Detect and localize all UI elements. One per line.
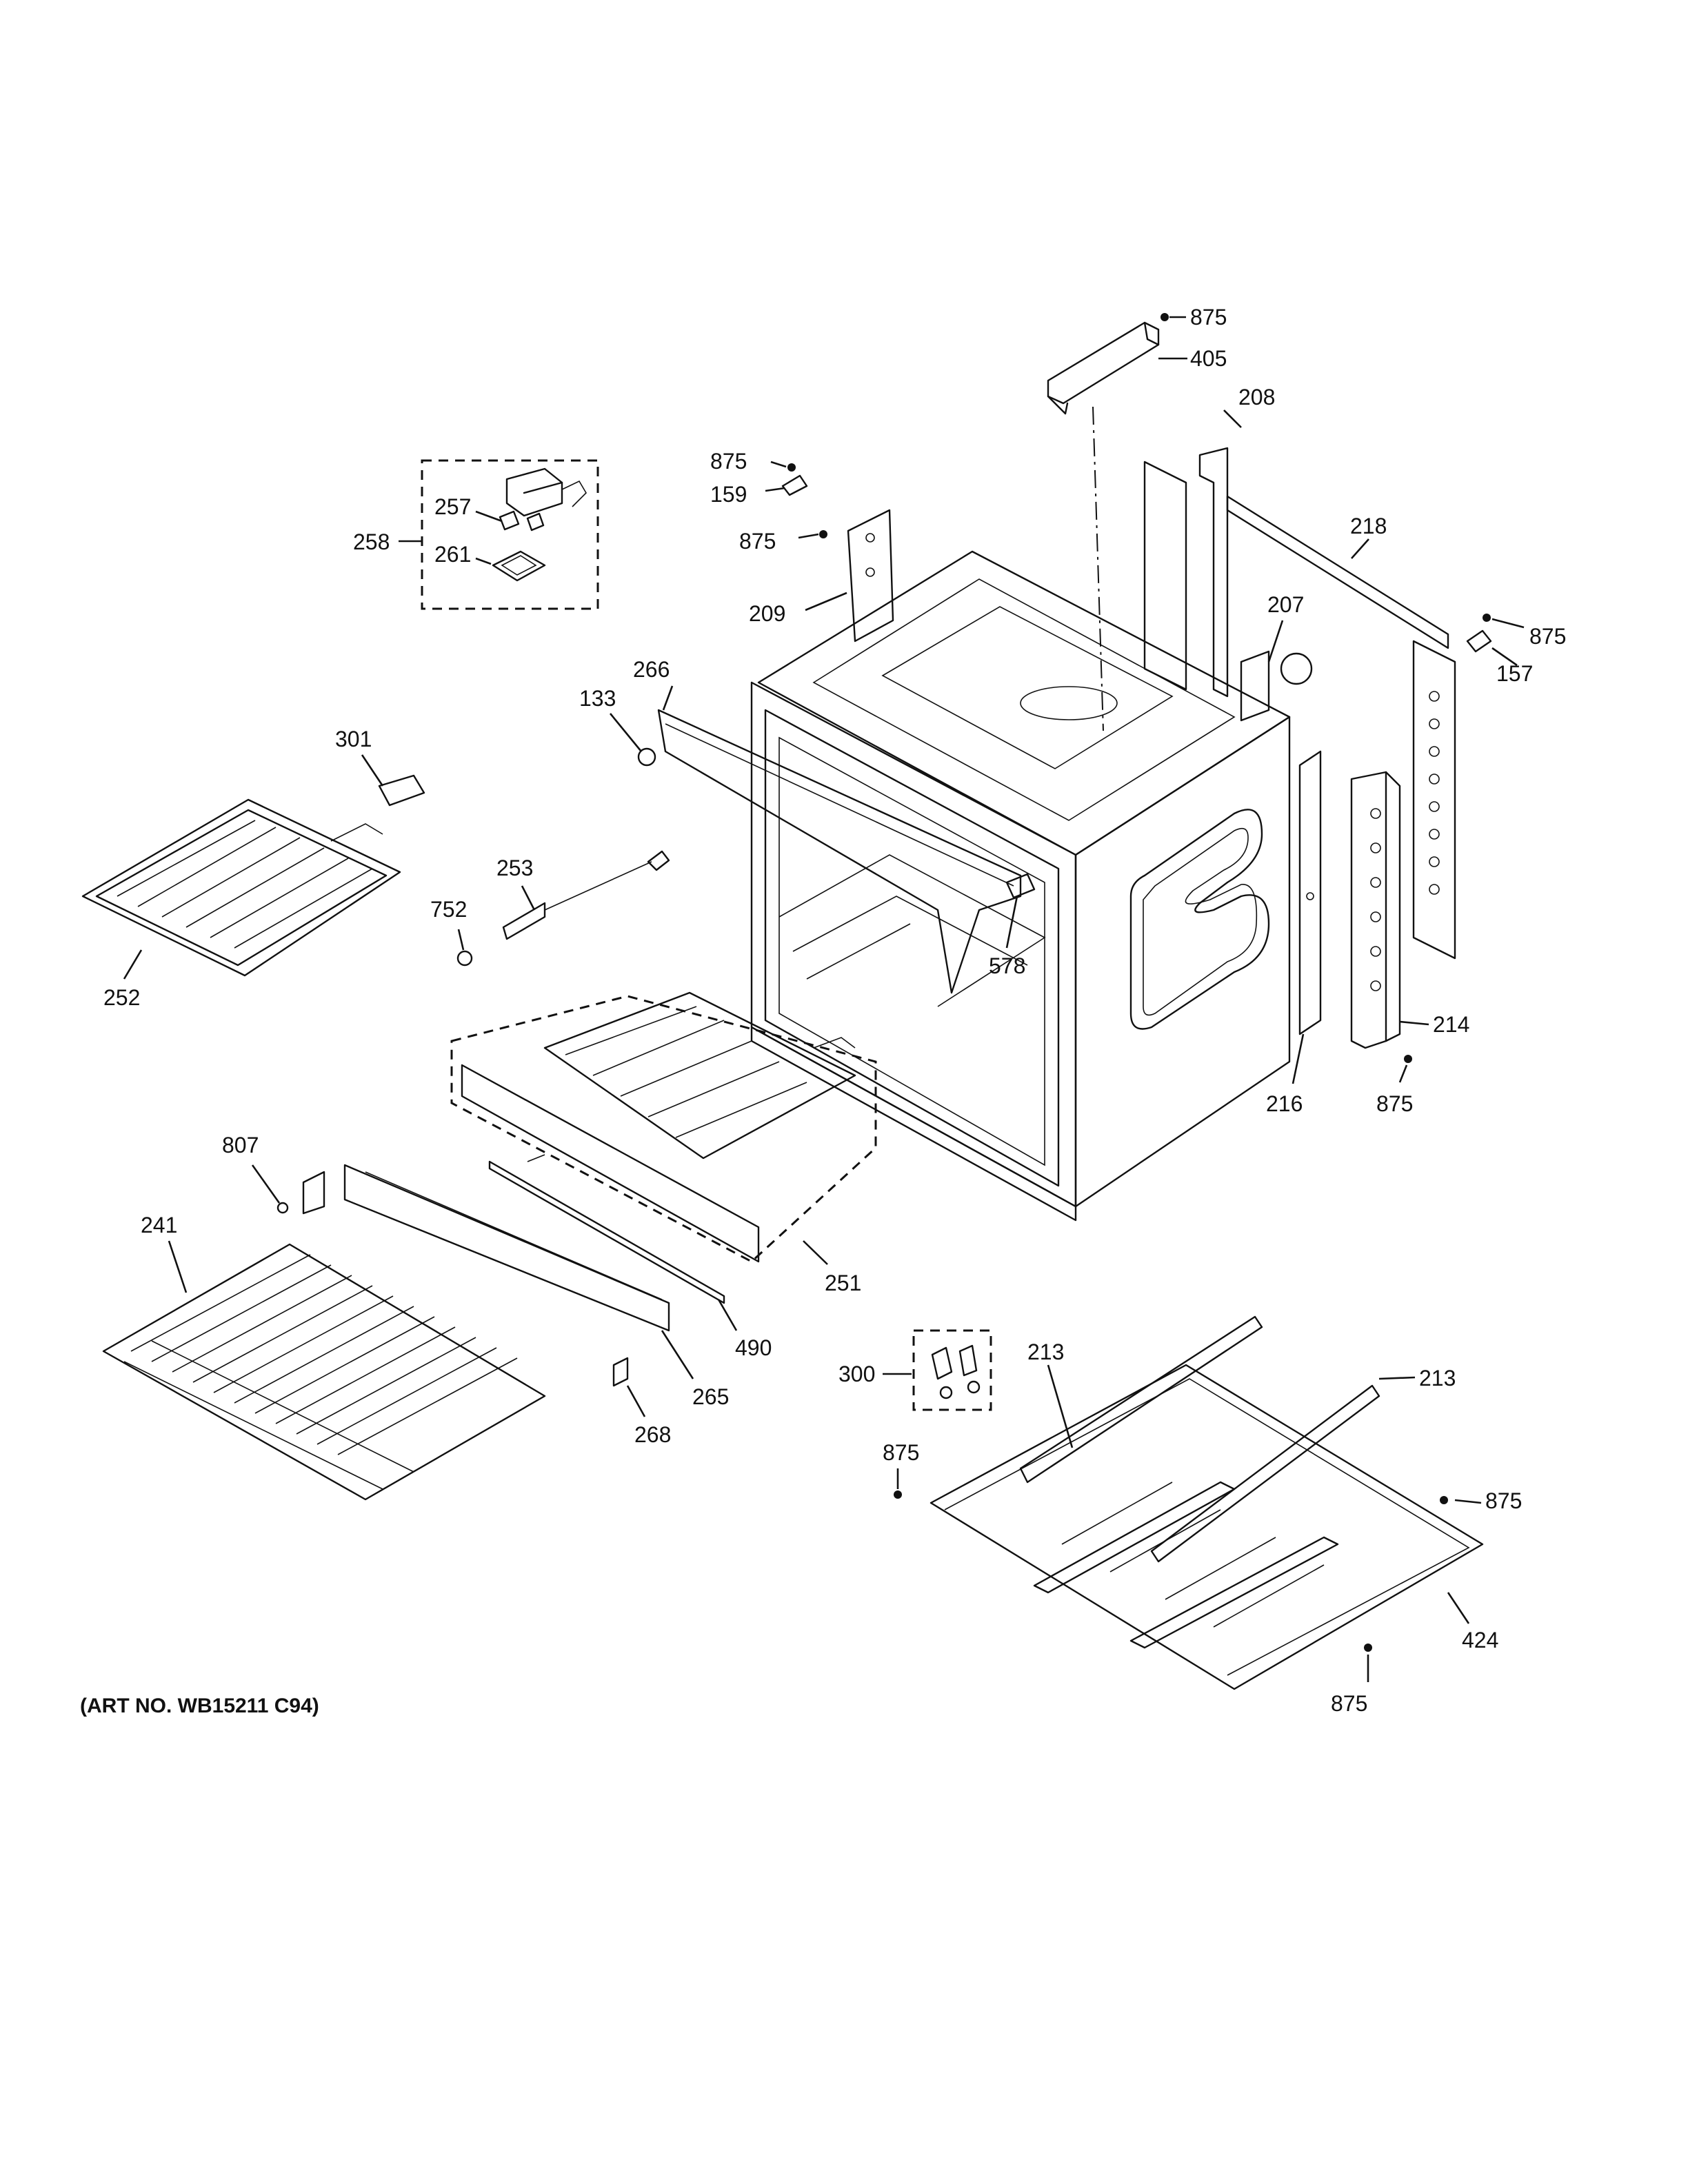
callout-labels: 875 405 208 875 159 875 209 218 207 875 …	[103, 305, 1566, 1716]
part-300-hardware-kit	[912, 1329, 992, 1411]
leader-lines	[123, 316, 1525, 1682]
callout-875-right: 875	[1485, 1488, 1522, 1513]
callout-159: 159	[710, 482, 747, 507]
callout-261: 261	[434, 542, 471, 567]
part-578-socket	[1005, 873, 1036, 899]
part-265-trim	[343, 1164, 670, 1332]
callout-301: 301	[335, 727, 372, 751]
callout-213-right: 213	[1419, 1366, 1456, 1391]
part-218-rear-strip	[1226, 495, 1456, 960]
callout-251: 251	[825, 1271, 861, 1295]
callout-875-top: 875	[1190, 305, 1227, 330]
callout-424: 424	[1462, 1628, 1498, 1652]
callout-265: 265	[692, 1384, 729, 1409]
fasteners-875	[787, 313, 1491, 1652]
callout-214: 214	[1433, 1012, 1469, 1037]
part-252-broil-element	[81, 798, 401, 977]
callout-875-left: 875	[883, 1440, 919, 1465]
callout-405: 405	[1190, 346, 1227, 371]
callout-258: 258	[353, 529, 390, 554]
callout-157: 157	[1496, 661, 1533, 686]
callout-218: 218	[1350, 514, 1387, 538]
part-301-terminal	[378, 774, 425, 807]
part-405-top-bracket	[1047, 321, 1160, 415]
part-208-side-panel	[1143, 447, 1229, 698]
callout-807: 807	[222, 1133, 259, 1157]
part-157-sensor	[1466, 629, 1492, 653]
part-752-screw	[456, 950, 473, 967]
part-258-kit	[421, 459, 599, 610]
callout-268: 268	[634, 1422, 671, 1447]
callout-216: 216	[1266, 1091, 1303, 1116]
callout-490: 490	[735, 1335, 772, 1360]
part-oven-cavity	[750, 550, 1291, 1222]
assembly-axis-line	[1092, 406, 1104, 731]
callout-241: 241	[141, 1213, 177, 1237]
part-133-knob	[637, 747, 656, 767]
part-207-bracket	[1240, 650, 1313, 722]
callout-209: 209	[749, 601, 785, 626]
callout-875-159: 875	[710, 449, 747, 474]
callout-875-214: 875	[1376, 1091, 1413, 1116]
part-159-sensor	[781, 474, 808, 496]
part-268-bracket	[277, 1171, 629, 1387]
part-424-bottom-chassis	[930, 1315, 1484, 1690]
callout-207: 207	[1267, 592, 1304, 617]
callout-208: 208	[1238, 385, 1275, 410]
callout-252: 252	[103, 985, 140, 1010]
part-241-oven-rack	[102, 1243, 546, 1501]
callout-266: 266	[633, 657, 670, 682]
part-490-rail	[488, 1154, 725, 1304]
callout-875-209: 875	[739, 529, 776, 554]
part-216-strip	[1298, 750, 1322, 1035]
callout-213-left: 213	[1027, 1339, 1064, 1364]
callout-253: 253	[496, 856, 533, 880]
callout-578: 578	[989, 953, 1025, 978]
callout-752: 752	[430, 897, 467, 922]
callout-257: 257	[434, 494, 471, 519]
part-251-bake-kit	[450, 991, 877, 1263]
art-number-caption: (ART NO. WB15211 C94)	[80, 1695, 319, 1717]
part-209-bracket	[847, 509, 894, 643]
callout-875-bottom: 875	[1331, 1691, 1367, 1716]
part-266-front-trim	[657, 709, 1022, 994]
callout-300: 300	[838, 1362, 875, 1386]
callout-133: 133	[579, 686, 616, 711]
part-253-probe	[502, 850, 670, 940]
part-214-rail	[1350, 771, 1401, 1049]
callout-875-157: 875	[1529, 624, 1566, 649]
